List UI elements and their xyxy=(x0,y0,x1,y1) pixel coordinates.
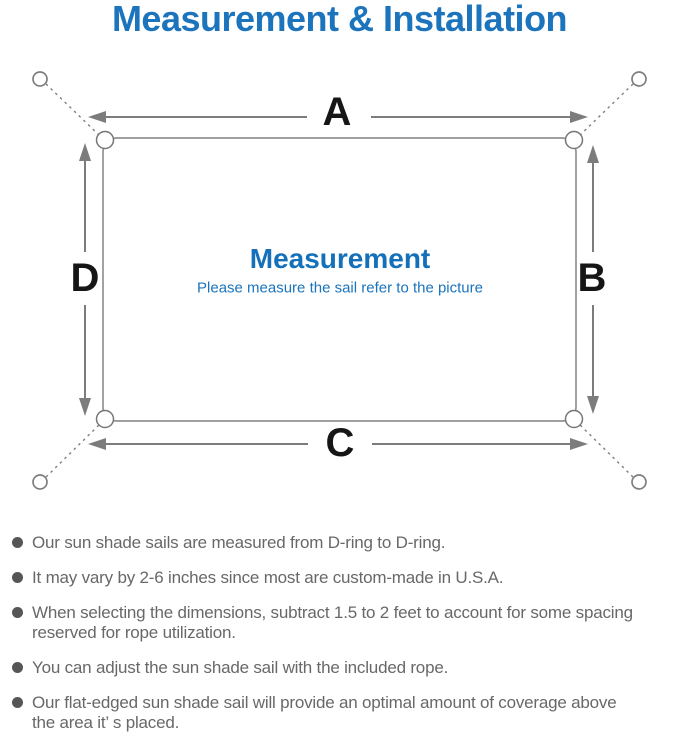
arrow-d xyxy=(79,143,91,416)
dimension-label-b: B xyxy=(577,256,607,300)
anchor-ring-icon xyxy=(32,474,48,490)
bullet-icon xyxy=(12,697,23,708)
corner-d-ring-icon xyxy=(95,409,115,429)
note-item: When selecting the dimensions, subtract … xyxy=(12,603,670,643)
rope-line-top-left xyxy=(45,83,101,137)
note-item: It may vary by 2-6 inches since most are… xyxy=(12,568,670,588)
diagram-heading: Measurement xyxy=(249,243,431,274)
page-title: Measurement & Installation xyxy=(111,0,568,39)
dimension-label-c: C xyxy=(325,421,355,465)
bullet-icon xyxy=(12,662,23,673)
corner-d-ring-icon xyxy=(564,130,584,150)
rope-line-bottom-left xyxy=(45,423,101,478)
anchor-rings xyxy=(32,71,647,490)
bullet-icon xyxy=(12,607,23,618)
diagram-subtitle: Please measure the sail refer to the pic… xyxy=(197,279,483,297)
note-item: Our flat-edged sun shade sail will provi… xyxy=(12,693,670,733)
rope-line-bottom-right xyxy=(578,423,634,478)
bullet-icon xyxy=(12,572,23,583)
note-text: Our sun shade sails are measured from D-… xyxy=(32,533,446,552)
rope-line-top-right xyxy=(578,83,634,137)
anchor-ring-icon xyxy=(631,474,647,490)
arrow-c xyxy=(88,438,588,450)
corner-d-ring-icon xyxy=(95,130,115,150)
bullet-icon xyxy=(12,537,23,548)
dimension-arrows xyxy=(79,111,599,450)
note-text: It may vary by 2-6 inches since most are… xyxy=(32,568,504,587)
notes-list: Our sun shade sails are measured from D-… xyxy=(12,533,670,739)
note-text: Our flat-edged sun shade sail will provi… xyxy=(32,693,617,732)
dimension-label-a: A xyxy=(322,90,352,134)
sail-measurement-diagram xyxy=(32,71,647,490)
corner-d-ring-icon xyxy=(564,409,584,429)
note-item: You can adjust the sun shade sail with t… xyxy=(12,658,670,678)
note-text: When selecting the dimensions, subtract … xyxy=(32,603,633,642)
arrow-b xyxy=(587,145,599,414)
note-item: Our sun shade sails are measured from D-… xyxy=(12,533,670,553)
corner-d-rings xyxy=(95,130,584,429)
dimension-label-d: D xyxy=(70,256,100,300)
sail-outline xyxy=(102,137,577,422)
anchor-ring-icon xyxy=(32,71,48,87)
arrow-a xyxy=(88,111,588,123)
anchor-ring-icon xyxy=(631,71,647,87)
note-text: You can adjust the sun shade sail with t… xyxy=(32,658,449,677)
